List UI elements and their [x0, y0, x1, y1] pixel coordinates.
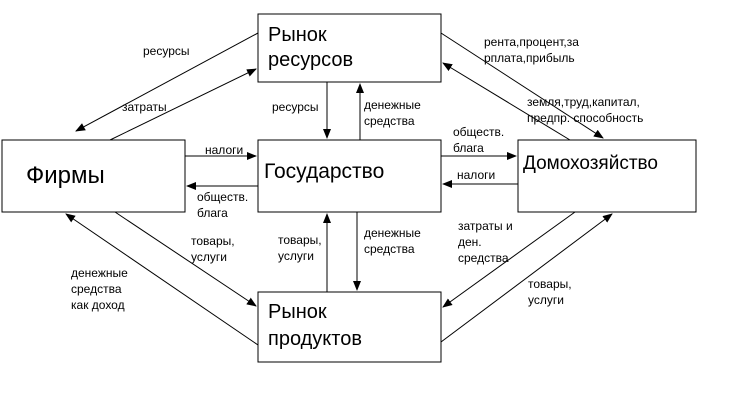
label-land-line2: предпр. способность	[527, 111, 643, 125]
label-costs-left: затраты	[122, 100, 167, 114]
label-goods-hh-line2: услуги	[528, 293, 564, 307]
firms-title: Фирмы	[26, 162, 105, 189]
label-costs-hh-line2: ден.	[458, 235, 482, 249]
label-public-goods-firms-line2: блага	[197, 206, 228, 220]
arrow-goods-to-household	[440, 213, 613, 343]
label-rent-line1: рента,процент,за	[484, 35, 579, 49]
arrow-goods-to-product-market	[114, 211, 257, 307]
label-rent-line2: рплата,прибыль	[484, 51, 575, 65]
government-title: Государство	[264, 160, 384, 183]
label-goods-center-line2: услуги	[278, 249, 314, 263]
product-market-title-line1: Рынок	[268, 301, 327, 323]
arrow-income-to-firms	[65, 213, 259, 346]
label-resources-left: ресурсы	[143, 44, 190, 58]
arrow-costs-to-product-market	[442, 211, 576, 308]
label-goods-center-line1: товары,	[278, 233, 322, 247]
label-costs-hh-line1: затраты и	[458, 219, 513, 233]
label-income-line1: денежные	[71, 266, 128, 280]
government-box: Государство	[257, 139, 442, 213]
firms-box: Фирмы	[1, 139, 186, 213]
product-market-box: Рынок продуктов	[257, 291, 442, 363]
label-public-goods-hh-line1: обществ.	[453, 125, 504, 139]
label-costs-hh-line3: средства	[458, 251, 509, 265]
label-taxes-firms: налоги	[205, 143, 243, 157]
label-public-goods-firms-line1: обществ.	[197, 190, 248, 204]
resource-market-title-line1: Рынок	[268, 24, 327, 46]
arrow-resources-to-firms	[75, 32, 259, 132]
label-goods-firms-line1: товары,	[191, 234, 235, 248]
arrow-rent-to-household	[440, 32, 604, 139]
arrow-land-to-resource-market	[442, 62, 571, 141]
label-money-top-line1: денежные	[364, 98, 421, 112]
household-box: Домохозяйство	[517, 139, 697, 213]
label-income-line3: как доход	[71, 298, 125, 312]
arrow-costs-to-resource-market	[109, 68, 257, 141]
label-resources-center: ресурсы	[272, 100, 319, 114]
label-money-bottom-line1: денежные	[364, 226, 421, 240]
label-land-line1: земля,труд,капитал,	[527, 95, 640, 109]
label-goods-firms-line2: услуги	[191, 250, 227, 264]
resource-market-title-line2: ресурсов	[268, 49, 353, 71]
resource-market-box: Рынок ресурсов	[257, 13, 442, 83]
label-goods-hh-line1: товары,	[528, 277, 572, 291]
label-public-goods-hh-line2: блага	[453, 141, 484, 155]
label-money-top-line2: средства	[364, 114, 415, 128]
label-taxes-hh: налоги	[457, 168, 495, 182]
product-market-title-line2: продуктов	[268, 328, 362, 350]
household-title: Домохозяйство	[523, 153, 658, 174]
label-income-line2: средства	[71, 282, 122, 296]
label-money-bottom-line2: средства	[364, 242, 415, 256]
